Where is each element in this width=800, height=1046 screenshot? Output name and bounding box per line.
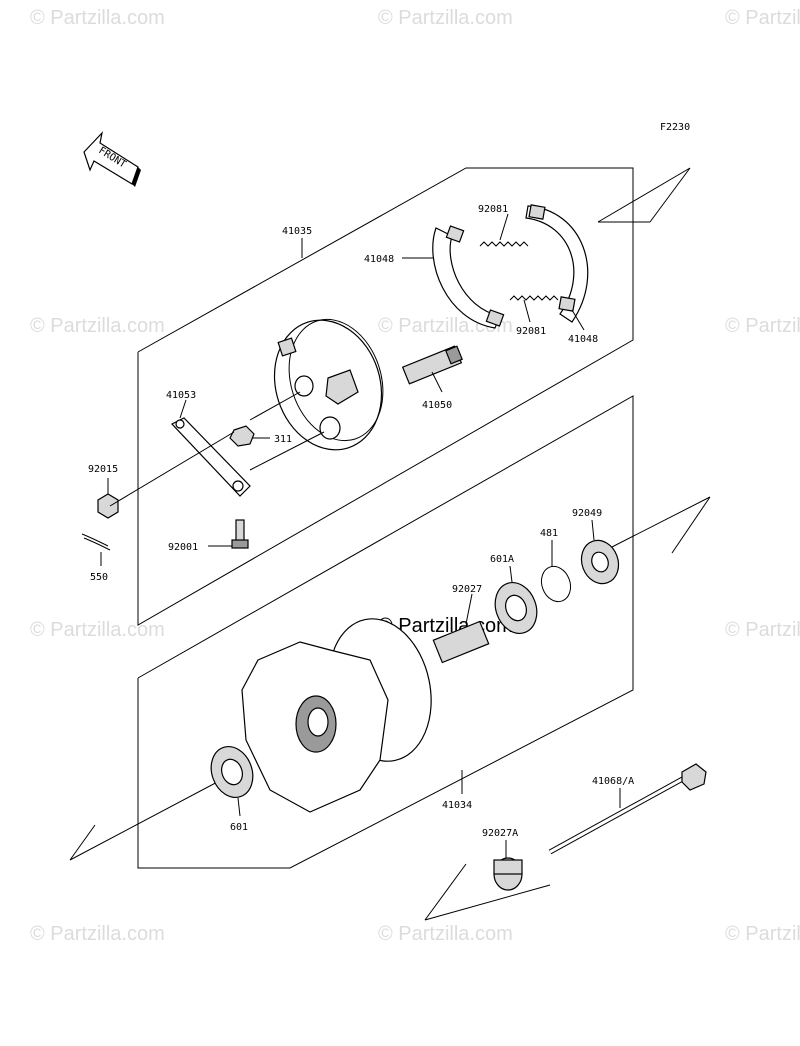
watermarks: © Partzilla.com © Partzilla.com © Partzi… (30, 7, 800, 945)
collar-part (493, 857, 523, 891)
brake-shoe-right-part (525, 204, 589, 323)
axle-part (548, 763, 707, 855)
label-cotter-pin: 550 (90, 572, 108, 583)
label-nut-311: 311 (274, 434, 292, 445)
nut-311-part (229, 425, 255, 447)
label-shoe-right: 41048 (568, 334, 598, 345)
watermark: © Partzilla.com (725, 619, 800, 641)
watermark: © Partzilla.com (725, 7, 800, 29)
label-seal: 92049 (572, 508, 602, 519)
watermark: © Partzilla.com (378, 7, 513, 29)
cotter-pin-part (81, 533, 111, 551)
label-bolt: 92001 (168, 542, 198, 553)
bearing-601a-part (494, 582, 538, 634)
nut-92015-part (97, 493, 119, 519)
label-axle: 41068/A (592, 776, 634, 787)
label-brake-panel: 41035 (282, 226, 312, 237)
watermark: © Partzilla.com (30, 923, 165, 945)
watermark: © Partzilla.com (725, 923, 800, 945)
watermark: © Partzilla.com (378, 923, 513, 945)
bearing-601-part (210, 746, 254, 798)
watermark: © Partzilla.com (30, 315, 165, 337)
label-bearing-601: 601 (230, 822, 248, 833)
spring-top-part (479, 241, 529, 247)
label-spring-bottom: 92081 (516, 326, 546, 337)
watermark: © Partzilla.com (30, 7, 165, 29)
brake-panel-part (273, 318, 384, 451)
label-circlip: 481 (540, 528, 558, 539)
label-spring-top: 92081 (478, 204, 508, 215)
spacer-92027-part (432, 620, 490, 664)
label-camshaft: 41050 (422, 400, 452, 411)
diagram-code: F2230 (660, 122, 690, 133)
label-collar: 92027A (482, 828, 518, 839)
camshaft-part (401, 345, 463, 385)
label-shoe-left: 41048 (364, 254, 394, 265)
label-nut-92015: 92015 (88, 464, 118, 475)
label-spacer: 92027 (452, 584, 482, 595)
spring-bottom-part (509, 295, 559, 301)
watermark: © Partzilla.com (30, 619, 165, 641)
label-brake-lever: 41053 (166, 390, 196, 401)
front-arrow-icon: FRONT (83, 131, 141, 187)
brake-lever-part (171, 417, 251, 497)
seal-part (580, 539, 620, 585)
bolt-part (231, 519, 249, 549)
watermark: © Partzilla.com (725, 315, 800, 337)
hub-part (241, 618, 432, 813)
brake-panel-frame (137, 167, 691, 626)
label-hub: 41034 (442, 800, 472, 811)
label-bearing-601a: 601A (490, 554, 514, 565)
part-labels: 41035 41048 92081 92081 41048 41050 4105… (88, 204, 634, 839)
circlip-part (540, 565, 572, 603)
leader-lines (100, 213, 621, 858)
brake-shoe-left-part (432, 225, 505, 329)
